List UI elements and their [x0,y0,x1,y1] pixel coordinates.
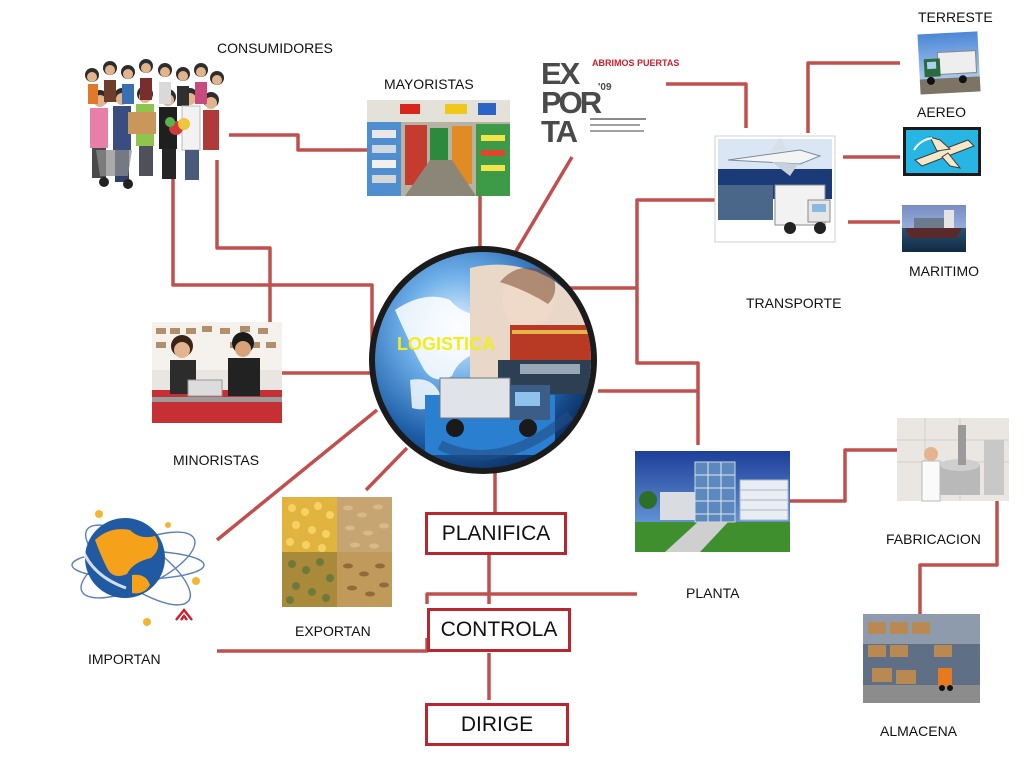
exporta-logo: EX POR TA ABRIMOS PUERTAS '09 [540,55,679,149]
controla-box: CONTROLA [427,608,571,652]
connector-transporte-terreste [806,61,900,133]
connector-consumidores-mayoristas [229,133,367,152]
logistics-hub-icon: LOGISTICA [369,246,597,474]
exporta-year: '09 [598,82,612,93]
connector-fabricacion-almacena [918,500,999,614]
factory-building-photo-icon [635,451,790,552]
label-fabricacion: FABRICACION [886,531,981,547]
connector-consumidores-hub [171,155,374,350]
connector-transporte-hub [565,198,715,290]
connector-controla-importan [217,638,429,653]
cargo-ship-photo-icon [902,205,966,252]
transport-collage-icon [714,135,836,243]
label-aereo: AEREO [917,104,966,120]
connector-planta-fabricacion [790,448,897,503]
connector-importan-hub [215,408,379,542]
world-orbit-icon [71,510,205,626]
planifica-box: PLANIFICA [425,512,567,555]
label-importan: IMPORTAN [88,651,161,667]
label-planta: PLANTA [686,585,740,601]
planifica-label: PLANIFICA [441,521,551,545]
label-consumidores: CONSUMIDORES [217,40,333,56]
kitchen-production-photo-icon [897,418,1009,502]
truck-photo-icon [917,31,981,95]
label-exportan: EXPORTAN [295,623,371,639]
exporta-letters-3: TA [541,114,578,149]
connector-exporta-hub [510,156,574,259]
dirige-box: DIRIGE [425,703,569,746]
airplane-icon [903,127,981,176]
exporta-slogan: ABRIMOS PUERTAS [592,58,679,68]
label-almacena: ALMACENA [880,723,958,739]
warehouse-photo-icon [863,614,980,703]
connector-transporte-planta-branch [635,288,700,445]
connector-consumidores-minoristas [215,160,272,322]
label-terreste: TERRESTE [918,9,993,25]
retail-shop-photo-icon [152,322,282,423]
label-maritimo: MARITIMO [909,263,979,279]
crowd-photo-icon [85,59,224,189]
exporta-letters-1: EX [541,56,581,91]
label-mayoristas: MAYORISTAS [384,76,474,92]
connector-controla-planta [425,592,637,604]
label-transporte: TRANSPORTE [746,295,841,311]
hub-title: LOGISTICA [397,334,495,354]
connector-lines [171,61,999,700]
controla-label: CONTROLA [440,618,558,641]
label-minoristas: MINORISTAS [173,452,259,468]
connector-exporta-transporte [661,82,748,128]
connector-exportan-hub [364,446,409,492]
dirige-label: DIRIGE [460,712,534,736]
supermarket-photo-icon [367,100,510,196]
grain-photo-icon [282,497,392,607]
exporta-letters-2: POR [541,85,602,120]
